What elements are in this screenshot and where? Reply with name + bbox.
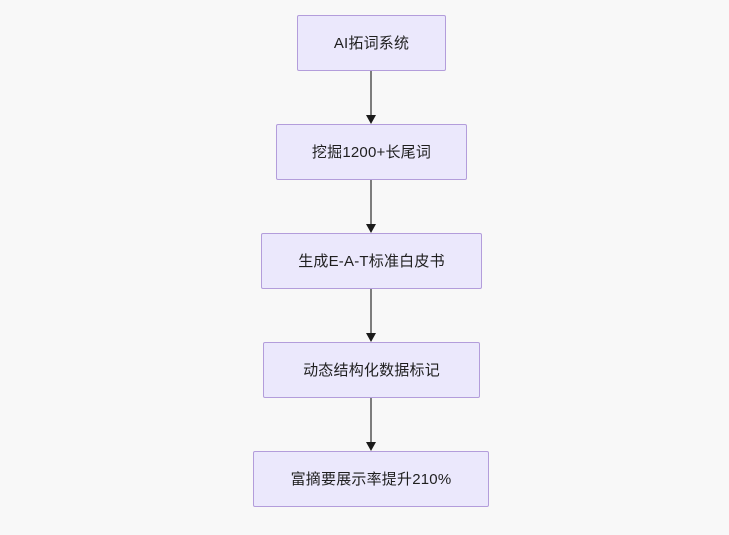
flow-node-mine-longtail-keywords[interactable]: 挖掘1200+长尾词 (276, 124, 467, 180)
flow-node-dynamic-structured-data-markup[interactable]: 动态结构化数据标记 (263, 342, 480, 398)
arrowhead-icon (366, 224, 376, 233)
flow-node-label: 挖掘1200+长尾词 (311, 143, 432, 161)
edge-n3-n4 (366, 289, 376, 342)
flow-node-label: 生成E-A-T标准白皮书 (298, 252, 445, 270)
flow-node-generate-eat-whitepaper[interactable]: 生成E-A-T标准白皮书 (261, 233, 482, 289)
arrowhead-icon (366, 115, 376, 124)
edge-n2-n3 (366, 180, 376, 233)
edge-n4-n5 (366, 398, 376, 451)
flow-node-label: AI拓词系统 (333, 34, 410, 52)
flow-node-label: 动态结构化数据标记 (303, 361, 440, 379)
arrowhead-icon (366, 333, 376, 342)
arrowhead-icon (366, 442, 376, 451)
flow-node-rich-snippet-impression-lift[interactable]: 富摘要展示率提升210% (253, 451, 489, 507)
flow-node-label: 富摘要展示率提升210% (290, 470, 452, 488)
flow-node-ai-keyword-system[interactable]: AI拓词系统 (297, 15, 446, 71)
edge-n1-n2 (366, 71, 376, 124)
